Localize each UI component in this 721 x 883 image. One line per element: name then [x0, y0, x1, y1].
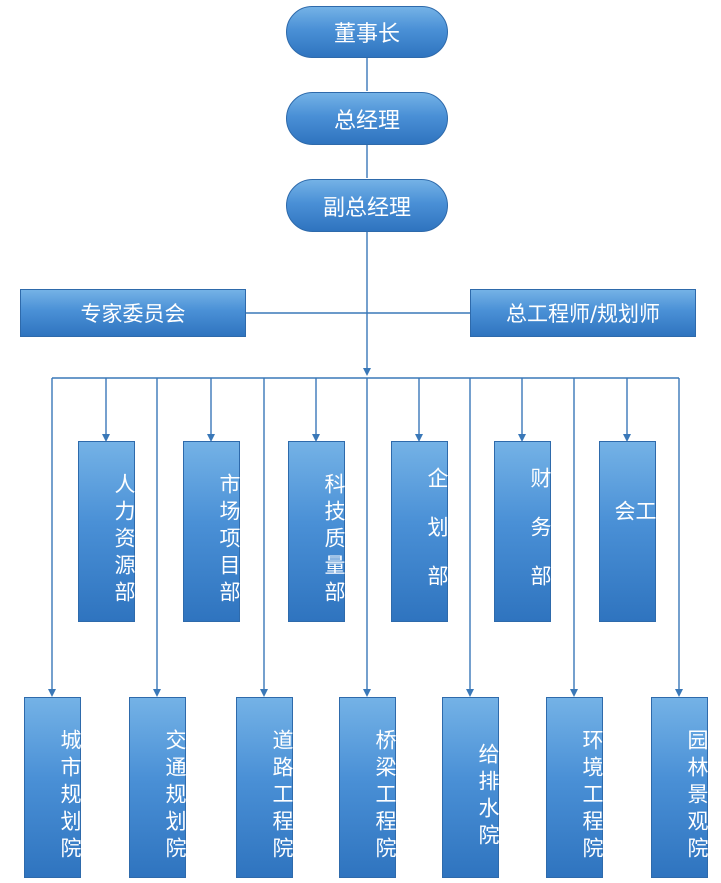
institute-environmental-engineering: 环境工程院 [546, 697, 604, 878]
department-label: 财务部 [528, 467, 552, 614]
chief-engineer-label: 总工程师/规划师 [505, 302, 661, 326]
department-label: 市场项目部 [217, 473, 241, 608]
department-label: 企划部 [425, 467, 449, 614]
department-finance: 财务部 [494, 441, 552, 622]
chairman-node: 董事长 [286, 6, 448, 58]
institute-landscape: 园林景观院 [651, 697, 709, 878]
institute-urban-planning: 城市规划院 [24, 697, 82, 878]
institute-label: 给排水院 [476, 742, 500, 851]
institute-traffic-planning: 交通规划院 [129, 697, 187, 878]
institute-water-drainage: 给排水院 [442, 697, 500, 878]
institute-label: 桥梁工程院 [373, 729, 397, 864]
institute-label: 园林景观院 [685, 729, 709, 864]
chief-engineer-node: 总工程师/规划师 [470, 289, 696, 337]
institute-bridge-engineering: 桥梁工程院 [339, 697, 397, 878]
general-manager-node: 总经理 [286, 92, 448, 145]
department-label: 人力资源部 [112, 473, 136, 608]
department-tech-quality: 科技质量部 [288, 441, 346, 622]
deputy-general-manager-node: 副总经理 [286, 179, 448, 232]
department-hr: 人力资源部 [78, 441, 136, 622]
institute-label: 交通规划院 [163, 729, 187, 864]
expert-committee-label: 专家委员会 [80, 302, 186, 326]
general-manager-label: 总经理 [333, 108, 400, 134]
department-union: 工会 [599, 441, 657, 622]
department-planning: 企划部 [391, 441, 449, 622]
institute-label: 环境工程院 [580, 729, 604, 864]
institute-label: 道路工程院 [270, 729, 294, 864]
department-market: 市场项目部 [183, 441, 241, 622]
institute-label: 城市规划院 [58, 729, 82, 864]
department-label: 工会 [612, 500, 657, 581]
institute-road-engineering: 道路工程院 [236, 697, 294, 878]
expert-committee-node: 专家委员会 [20, 289, 246, 337]
deputy-general-manager-label: 副总经理 [322, 195, 411, 221]
department-label: 科技质量部 [322, 473, 346, 608]
chairman-label: 董事长 [333, 22, 400, 47]
